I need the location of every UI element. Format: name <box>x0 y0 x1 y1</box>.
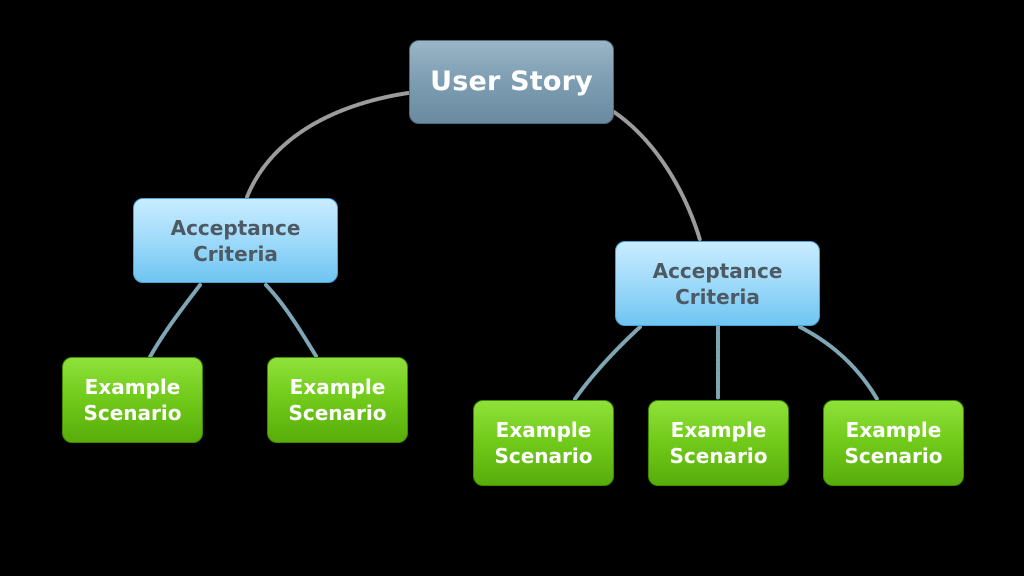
example-scenario-label: Example Scenario <box>669 418 768 468</box>
example-scenario-label: Example Scenario <box>83 375 182 425</box>
user-story-node: User Story <box>409 40 614 124</box>
example-scenario-node-2: Example Scenario <box>267 357 408 443</box>
connector-criteria-right-to-scenario-5 <box>798 325 879 401</box>
acceptance-criteria-label: Acceptance Criteria <box>170 215 301 266</box>
connector-story-to-criteria-right <box>612 110 702 242</box>
connector-story-to-criteria-left <box>245 91 410 199</box>
example-scenario-node-4: Example Scenario <box>648 400 789 486</box>
acceptance-criteria-node-left: Acceptance Criteria <box>133 198 338 283</box>
acceptance-criteria-node-right: Acceptance Criteria <box>615 241 820 326</box>
example-scenario-label: Example Scenario <box>288 375 387 425</box>
acceptance-criteria-label: Acceptance Criteria <box>652 258 783 309</box>
example-scenario-node-1: Example Scenario <box>62 357 203 443</box>
example-scenario-node-3: Example Scenario <box>473 400 614 486</box>
connector-criteria-left-to-scenario-2 <box>264 283 318 358</box>
example-scenario-label: Example Scenario <box>844 418 943 468</box>
connector-criteria-left-to-scenario-1 <box>148 283 202 359</box>
connector-criteria-right-to-scenario-3 <box>573 325 642 401</box>
user-story-label: User Story <box>430 66 593 98</box>
example-scenario-node-5: Example Scenario <box>823 400 964 486</box>
example-scenario-label: Example Scenario <box>494 418 593 468</box>
